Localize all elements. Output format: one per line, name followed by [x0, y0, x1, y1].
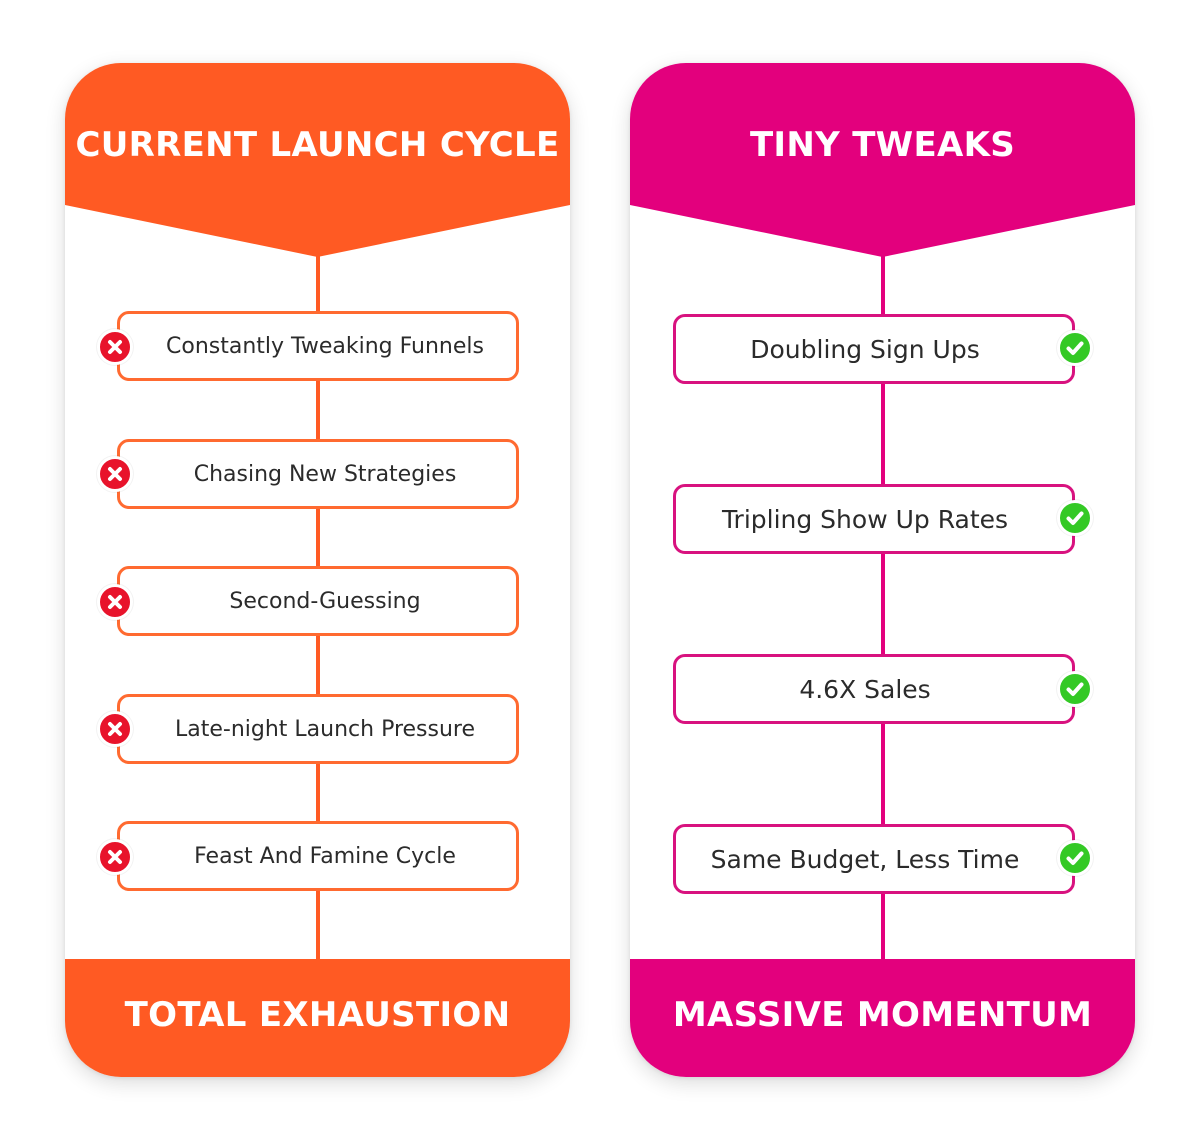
current-launch-cycle-panel: CURRENT LAUNCH CYCLE Constantly Tweaking… [65, 63, 570, 1077]
right-step-2: Tripling Show Up Rates [673, 484, 1075, 554]
left-step-1: Constantly Tweaking Funnels [117, 311, 519, 381]
right-step-label: Tripling Show Up Rates [721, 504, 1009, 534]
right-step-4: Same Budget, Less Time [673, 824, 1075, 894]
x-circle-icon [97, 584, 133, 620]
check-circle-icon [1057, 840, 1093, 876]
right-footer-title: MASSIVE MOMENTUM [672, 995, 1093, 1035]
right-footer: MASSIVE MOMENTUM [630, 959, 1135, 1077]
left-step-label: Chasing New Strategies [193, 461, 457, 487]
right-title: TINY TWEAKS [749, 125, 1016, 165]
x-circle-icon [97, 711, 133, 747]
check-circle-icon [1057, 330, 1093, 366]
left-step-label: Second-Guessing [229, 588, 421, 614]
left-footer-title: TOTAL EXHAUSTION [124, 995, 511, 1035]
x-circle-icon [97, 456, 133, 492]
check-circle-icon [1057, 500, 1093, 536]
left-step-label: Late-night Launch Pressure [174, 716, 476, 742]
left-step-5: Feast And Famine Cycle [117, 821, 519, 891]
right-header: TINY TWEAKS [630, 63, 1135, 257]
left-step-label: Feast And Famine Cycle [194, 843, 456, 869]
left-header: CURRENT LAUNCH CYCLE [65, 63, 570, 257]
left-step-label: Constantly Tweaking Funnels [166, 333, 484, 359]
left-step-2: Chasing New Strategies [117, 439, 519, 509]
x-circle-icon [97, 839, 133, 875]
right-step-label: Same Budget, Less Time [710, 844, 1020, 874]
right-step-1: Doubling Sign Ups [673, 314, 1075, 384]
left-title: CURRENT LAUNCH CYCLE [75, 125, 560, 165]
right-step-3: 4.6X Sales [673, 654, 1075, 724]
x-circle-icon [97, 329, 133, 365]
left-step-4: Late-night Launch Pressure [117, 694, 519, 764]
check-circle-icon [1057, 671, 1093, 707]
left-footer: TOTAL EXHAUSTION [65, 959, 570, 1077]
right-step-label: Doubling Sign Ups [750, 334, 980, 364]
tiny-tweaks-panel: TINY TWEAKS Doubling Sign Ups Tripling S… [630, 63, 1135, 1077]
right-connector-line [881, 253, 885, 963]
left-step-3: Second-Guessing [117, 566, 519, 636]
right-step-label: 4.6X Sales [799, 674, 931, 704]
